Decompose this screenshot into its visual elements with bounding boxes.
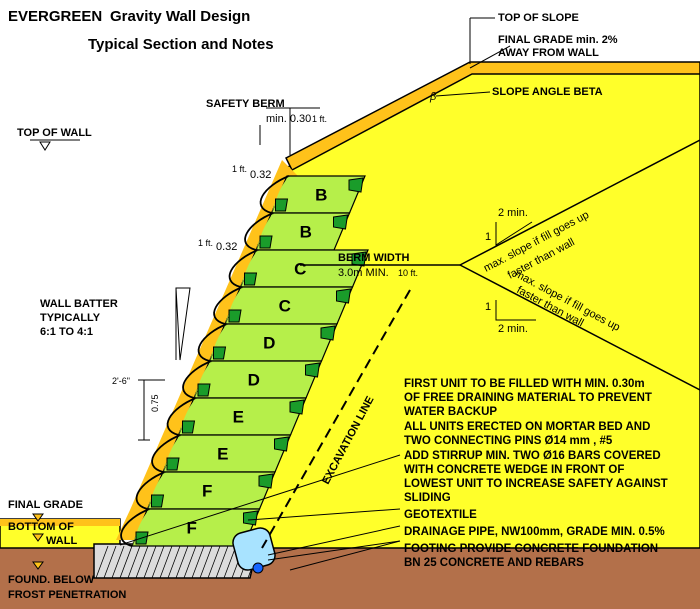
svg-text:EVERGREEN: EVERGREEN xyxy=(8,8,102,25)
slope1-den: 1 xyxy=(485,231,491,243)
max-slope-line-up xyxy=(459,139,700,266)
title-line2: Typical Section and Notes xyxy=(88,36,274,53)
berm-min-label: min. 0.30 xyxy=(266,113,311,125)
note-line: FOOTING PROVIDE CONCRETE FOUNDATION xyxy=(404,543,658,555)
found-label-a: FOUND. BELOW xyxy=(8,574,95,586)
unit-letter: E xyxy=(217,445,228,464)
final-grade-label-b: AWAY FROM WALL xyxy=(498,47,599,59)
note-line: ADD STIRRUP MIN. TWO Ø16 BARS COVERED xyxy=(404,450,661,462)
found-marker xyxy=(32,561,44,570)
wall-unit: E xyxy=(151,434,292,473)
note-line: WATER BACKUP xyxy=(404,406,497,418)
note-line: BN 25 CONCRETE AND REBARS xyxy=(404,557,584,569)
slope-triangle-2 xyxy=(495,300,536,321)
excavation-line xyxy=(261,289,411,549)
max-slope-line-down xyxy=(459,264,700,391)
wall-batter-c: 6:1 TO 4:1 xyxy=(40,326,93,338)
note-line: WITH CONCRETE WEDGE IN FRONT OF xyxy=(404,464,624,476)
bottom-wall-marker xyxy=(32,533,44,542)
slope2-den: 2 min. xyxy=(498,323,528,335)
safety-berm-label: SAFETY BERM xyxy=(206,98,285,110)
wall-batter-b: TYPICALLY xyxy=(40,312,101,324)
title-line1: Gravity Wall Design xyxy=(110,8,250,25)
unit-letter: C xyxy=(294,260,306,279)
berm-width-value: 3.0m MIN. xyxy=(338,267,389,279)
bottom-of-wall-a: BOTTOM OF xyxy=(8,521,74,533)
final-grade-label-a: FINAL GRADE min. 2% xyxy=(498,34,618,46)
unit-letter: F xyxy=(202,482,212,501)
unit-letter: D xyxy=(263,334,275,353)
found-label-b: FROST PENETRATION xyxy=(8,589,126,601)
dim1-ft: 1 ft. xyxy=(232,164,247,174)
final-grade-left: FINAL GRADE xyxy=(8,499,83,511)
dim-075: 0.75 xyxy=(150,394,160,412)
drainage-pipe xyxy=(232,527,276,574)
brand-title: EVERGREEN xyxy=(8,8,102,25)
wall-unit: D xyxy=(197,323,338,362)
dim2-val: 0.32 xyxy=(216,241,237,253)
wall-unit: F xyxy=(135,471,276,510)
berm-ft-label: 1 ft. xyxy=(312,114,327,124)
slope1-num: 2 min. xyxy=(498,207,528,219)
wall-batter-symbol xyxy=(175,287,191,361)
wall-unit: C xyxy=(228,249,369,288)
top-of-slope-label: TOP OF SLOPE xyxy=(498,12,579,24)
unit-letter: F xyxy=(187,519,197,538)
note-line: FIRST UNIT TO BE FILLED WITH MIN. 0.30m xyxy=(404,378,645,390)
wall-unit: E xyxy=(166,397,307,436)
note-line: ALL UNITS ERECTED ON MORTAR BED AND xyxy=(404,421,650,433)
note-line: SLIDING xyxy=(404,492,451,504)
berm-width-ft: 10 ft. xyxy=(398,268,418,278)
final-grade-marker xyxy=(32,513,44,522)
wall-unit: B xyxy=(259,175,366,214)
top-of-wall-marker xyxy=(39,141,51,151)
unit-letter: E xyxy=(233,408,244,427)
unit-letter: C xyxy=(279,297,291,316)
wall-unit: B xyxy=(244,212,351,251)
wall-unit: F xyxy=(120,508,261,547)
wall-unit: D xyxy=(182,360,323,399)
dim-2ft6: 2'-6" xyxy=(112,376,130,386)
note-line: GEOTEXTILE xyxy=(404,509,477,521)
slope2-num: 1 xyxy=(485,301,491,313)
leader-lines xyxy=(119,17,511,571)
dim1-val: 0.32 xyxy=(250,169,271,181)
footing xyxy=(93,543,261,579)
front-topsoil xyxy=(0,519,120,526)
slope-triangle-1 xyxy=(495,221,533,246)
wall-batter-a: WALL BATTER xyxy=(40,298,118,310)
note-line: LOWEST UNIT TO INCREASE SAFETY AGAINST xyxy=(404,478,668,490)
wall-unit: C xyxy=(213,286,354,325)
beta-symbol: β xyxy=(429,91,437,103)
top-of-wall-label: TOP OF WALL xyxy=(17,127,92,139)
note-line: DRAINAGE PIPE, NW100mm, GRADE MIN. 0.5% xyxy=(404,526,665,538)
note-line: TWO CONNECTING PINS Ø14 mm , #5 xyxy=(404,435,613,447)
dim2-ft: 1 ft. xyxy=(198,238,213,248)
note-line: OF FREE DRAINING MATERIAL TO PREVENT xyxy=(404,392,652,404)
slope-angle-label: SLOPE ANGLE BETA xyxy=(492,86,603,98)
unit-letter: B xyxy=(315,186,327,205)
unit-letter: D xyxy=(248,371,260,390)
unit-letter: B xyxy=(300,223,312,242)
bottom-of-wall-b: WALL xyxy=(46,535,77,547)
notes: FIRST UNIT TO BE FILLED WITH MIN. 0.30m … xyxy=(404,378,668,569)
berm-width-label: BERM WIDTH xyxy=(338,252,410,264)
